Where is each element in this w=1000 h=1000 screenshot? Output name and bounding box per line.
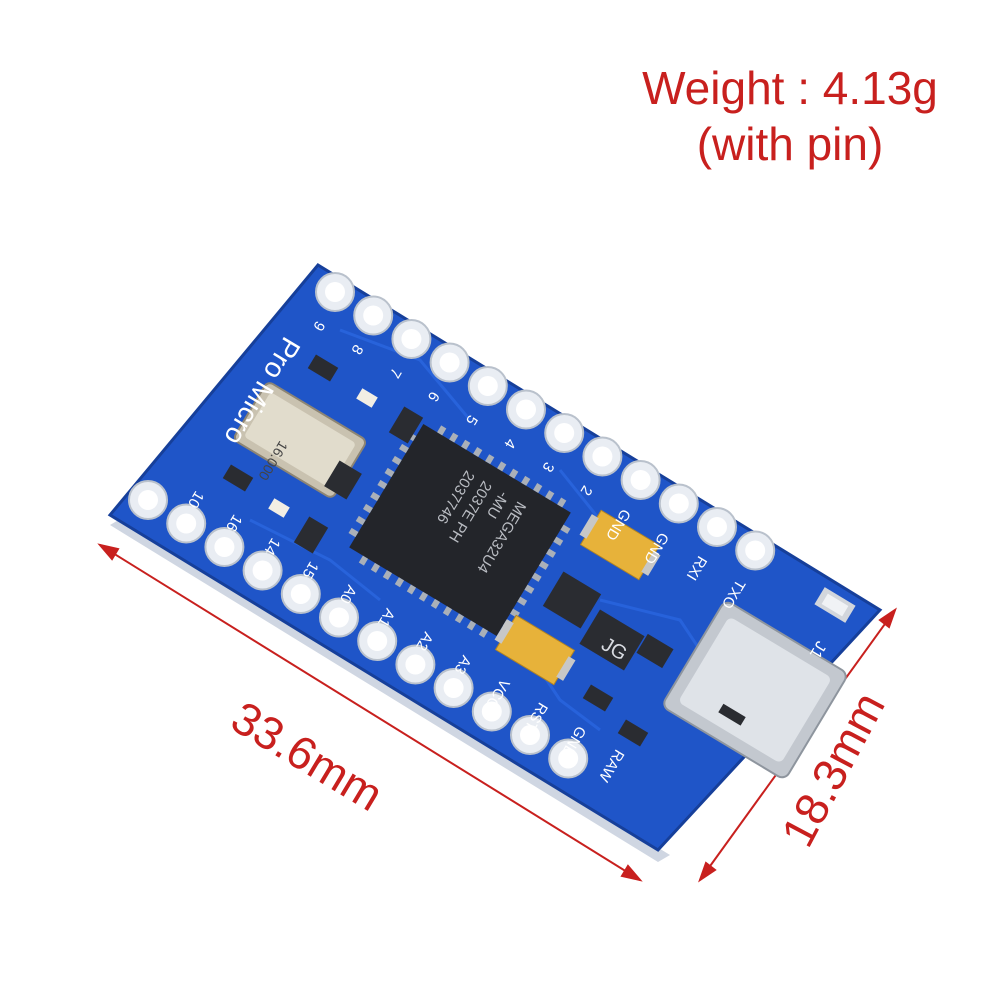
bottom-pin-label: 14: [260, 535, 283, 558]
chip-pin: [370, 491, 381, 502]
top-pin-hole-inner: [439, 352, 460, 373]
bottom-pin-row: [128, 480, 589, 779]
chip-pin: [442, 606, 453, 617]
chip-pin: [406, 584, 417, 595]
chip-pin: [497, 461, 507, 472]
chip-pin: [545, 490, 555, 501]
top-pin-hole-inner: [363, 305, 384, 326]
bottom-pin-hole-inner: [520, 725, 540, 745]
chip-pin: [557, 497, 567, 508]
top-pin-hole-inner: [630, 470, 651, 490]
chip-pin: [517, 596, 528, 606]
bottom-pin-hole-inner: [481, 701, 502, 722]
weight-note: (with pin): [696, 118, 884, 170]
bottom-pin-hole-inner: [252, 560, 273, 581]
pcb-edge: [110, 518, 670, 862]
bottom-pin-hole-inner: [329, 607, 349, 628]
bottom-pin-label: 16: [222, 511, 245, 534]
chip-pin: [510, 608, 520, 618]
top-pin-hole-inner: [707, 517, 727, 537]
chip-pin: [531, 572, 542, 582]
chip-pin: [430, 598, 441, 609]
chip-pin: [560, 524, 571, 534]
tantalum-capacitor-top: [579, 509, 661, 581]
chip-pin: [370, 562, 381, 573]
chip-pin: [394, 577, 405, 588]
micro-usb-port: [663, 601, 847, 779]
chip-pin: [355, 515, 366, 526]
top-pin-hole-inner: [592, 446, 613, 467]
chip-pin: [382, 570, 393, 581]
bottom-pin-hole-inner: [443, 678, 464, 698]
top-pin-hole-inner: [668, 493, 689, 514]
chip-pin: [521, 475, 531, 486]
tantalum-capacitor-bottom: [494, 614, 576, 686]
chip-pin: [538, 560, 549, 570]
chip-pin: [418, 591, 429, 602]
top-pin-hole-inner: [325, 282, 345, 302]
bottom-pin-hole-inner: [138, 490, 158, 510]
top-pin-hole-inner: [516, 399, 536, 420]
weight-label: Weight : 4.13g: [642, 62, 938, 114]
length-dimension-line: [97, 543, 643, 882]
bottom-pin-label: 10: [184, 488, 207, 511]
top-pin-hole-inner: [554, 423, 575, 443]
chip-pin: [398, 443, 409, 454]
led-bottom: [268, 498, 290, 518]
chip-pin: [466, 620, 477, 631]
chip-pin: [384, 467, 395, 478]
crystal-oscillator: [234, 382, 366, 498]
bottom-pin-hole-inner: [176, 513, 197, 534]
chip-pin: [485, 454, 495, 465]
jumper-pads: [814, 587, 856, 623]
top-pin-hole-inner: [745, 540, 766, 561]
chip-pin: [533, 483, 543, 494]
chip-pin: [478, 627, 489, 638]
top-pin-row: [315, 272, 776, 571]
smd-components: [222, 354, 674, 747]
chip-pin: [377, 479, 388, 490]
regulator: [579, 609, 645, 671]
jumper-label: J1: [806, 638, 829, 661]
chip-pin: [362, 503, 373, 514]
chip-pin: [473, 447, 483, 457]
chip-pin: [358, 555, 369, 566]
bottom-pin-label: 15: [299, 558, 322, 581]
chip-pin: [391, 455, 402, 466]
bottom-pin-hole-inner: [405, 654, 426, 675]
chip-pin: [461, 439, 471, 450]
chip-pin: [348, 527, 359, 538]
chip-pin: [524, 584, 535, 594]
led-top: [356, 388, 378, 408]
bottom-pin-hole-inner: [214, 537, 235, 557]
bottom-pin-hole-inner: [558, 748, 579, 769]
top-pin-hole-inner: [401, 329, 422, 349]
top-pin-hole-inner: [477, 376, 498, 396]
bottom-pin-hole-inner: [290, 584, 311, 604]
chip-pin: [553, 536, 564, 546]
chip-pin: [449, 432, 459, 443]
bottom-pin-hole-inner: [367, 631, 388, 651]
chip-pin: [546, 548, 557, 558]
chip-pin: [509, 468, 519, 479]
chip-pin: [437, 425, 447, 436]
chip-pin: [454, 613, 465, 624]
